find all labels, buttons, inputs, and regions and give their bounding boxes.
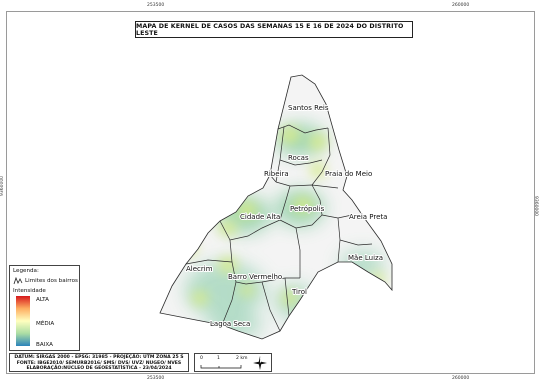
- neighborhood-labels: Santos Reis Rocas Praia do Meio Ribeira …: [185, 103, 388, 329]
- grid-label-top-2: 260000: [452, 3, 470, 8]
- label-areia-preta: Areia Preta: [349, 213, 387, 221]
- legend-low-label: BAIXA: [36, 342, 53, 348]
- neighborhood-boundaries: [185, 124, 373, 332]
- grid-label-top-1: 253500: [147, 3, 165, 8]
- label-mae-luiza: Mãe Luiza: [348, 254, 383, 262]
- label-cidade-alta: Cidade Alta: [240, 213, 280, 221]
- label-lagoa-seca: Lagoa Seca: [210, 320, 250, 328]
- legend-title: Legenda:: [13, 268, 39, 274]
- grid-label-bottom-1: 253500: [147, 376, 165, 381]
- scalebar-label-1: 1: [217, 356, 220, 361]
- label-ribeira: Ribeira: [264, 170, 289, 178]
- scalebar-graphic: [200, 365, 242, 369]
- legend-mid-label: MÉDIA: [36, 321, 55, 327]
- datum-line-2: FONTE: IBGE2010/ SEMURB2016/ SMS/ DVS/ U…: [16, 360, 182, 366]
- scalebar-label-2: 2 km: [236, 356, 248, 361]
- label-rocas: Rocas: [288, 154, 309, 162]
- legend-high-label: ALTA: [36, 297, 49, 303]
- label-tirol: Tirol: [291, 288, 307, 296]
- legend-boundary-label: Limites dos bairros: [25, 278, 78, 284]
- label-santos-reis: Santos Reis: [288, 104, 329, 112]
- district-outline: [159, 74, 393, 340]
- intensity-color-ramp: [16, 296, 30, 346]
- boundary-line-icon: [13, 277, 23, 285]
- label-petropolis: Petrópolis: [290, 205, 325, 213]
- kernel-density-layer: [181, 124, 385, 337]
- label-praia-do-meio: Praia do Meio: [325, 170, 372, 178]
- datum-line-3: ELABORAÇÃO:NÚCLEO DE GEOESTATÍSTICA - 23…: [26, 366, 172, 372]
- legend-box: Legenda: Limites dos bairros Intensidade…: [9, 265, 80, 351]
- label-alecrim: Alecrim: [186, 265, 213, 273]
- label-barro-vermelho: Barro Vermelho: [228, 273, 282, 281]
- datum-line-1: DATUM: SIRGAS 2000 - EPSG: 31985 - PROJE…: [14, 355, 184, 360]
- grid-label-bottom-2: 260000: [452, 376, 470, 381]
- scalebar-box: 0 1 2 km: [194, 353, 272, 372]
- legend-boundary-item: Limites dos bairros: [13, 277, 78, 285]
- map-title: MAPA DE KERNEL DE CASOS DAS SEMANAS 15 E…: [135, 21, 413, 38]
- north-arrow-icon: [253, 356, 267, 370]
- datum-box: DATUM: SIRGAS 2000 - EPSG: 31985 - PROJE…: [9, 353, 189, 372]
- legend-intensity-title: Intensidade: [13, 288, 46, 294]
- scalebar-label-0: 0: [200, 356, 203, 361]
